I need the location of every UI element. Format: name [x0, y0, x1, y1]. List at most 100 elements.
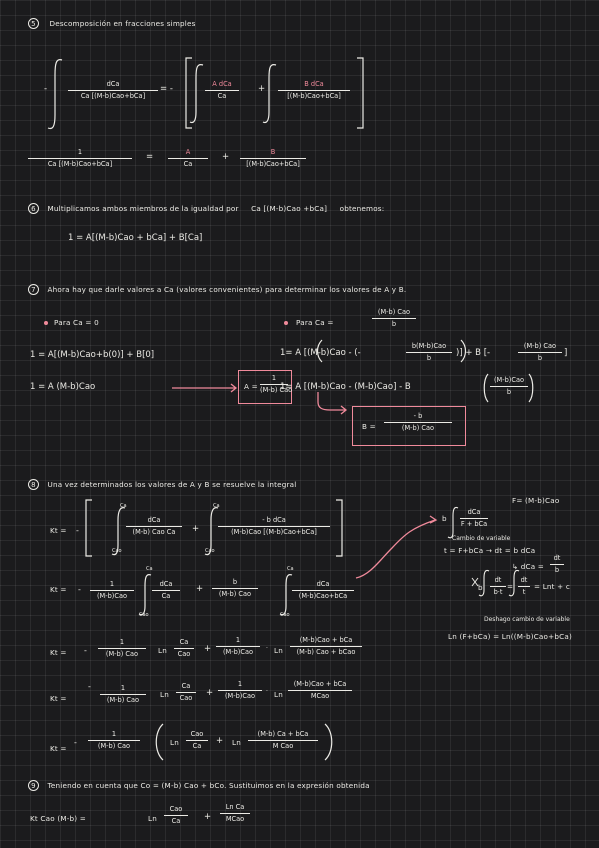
side-int-fraction: dCa F + bCa: [460, 508, 488, 528]
r4-ln2: (M-b)Cao + bCa MCao: [288, 680, 352, 701]
side-final: Ln (F+bCa) = Ln((M-b)Cao+bCa): [448, 632, 572, 641]
ln: Ln: [170, 738, 179, 747]
right-eq1-close: ]: [564, 348, 568, 358]
A-result-box: [238, 370, 292, 404]
minus-sign: -: [88, 682, 91, 691]
section-7-heading: 7 Ahora hay que darle valores a Ca (valo…: [28, 284, 406, 295]
bullet-dot: [44, 321, 48, 325]
lower-limit: Cao: [112, 548, 122, 554]
dot-sign: ·: [266, 645, 268, 652]
equals-sign: =: [146, 152, 154, 162]
B-box-fraction: - b (M-b) Cao: [384, 412, 452, 433]
side-dca: ↳ dCa =: [512, 562, 544, 571]
ln: Ln: [232, 738, 241, 747]
minus-sign: -: [76, 526, 79, 535]
eq2-B-fraction: B [(M-b)Cao+bCa]: [240, 148, 306, 169]
plus-sign: +: [204, 644, 212, 654]
plus-sign: +: [192, 524, 200, 534]
right-eq1-fraction: b(M-b)Cao b: [406, 342, 452, 363]
r2-coef1: 1 (M-b)Cao: [90, 580, 134, 601]
kt-label: Kt =: [50, 585, 67, 594]
ln: Ln: [148, 814, 157, 823]
right-case-lhs: Para Ca =: [296, 318, 334, 327]
minus-sign: -: [84, 646, 87, 655]
ln: Ln: [160, 690, 169, 699]
side-cambio: Cambio de variable: [452, 535, 511, 542]
plus-sign: +: [222, 152, 230, 162]
side-res-fraction2: dt t: [518, 576, 530, 597]
r2-frac1: dCa Ca: [152, 580, 180, 601]
eq2-A-fraction: A Ca: [168, 148, 208, 169]
s9-frac1: Cao Ca: [164, 805, 188, 826]
ln: Ln: [158, 646, 167, 655]
section-number: 5: [28, 18, 39, 29]
s9-frac2: Ln Ca MCao: [220, 803, 250, 824]
r3-ln2: (M-b)Cao + bCa (M-b) Cao + bCao: [290, 636, 362, 657]
bullet-dot: [284, 321, 288, 325]
side-res-tail: = Lnt + c: [534, 582, 571, 591]
upper-limit: Ca: [146, 566, 153, 572]
section-title: Descomposición en fracciones simples: [49, 19, 196, 28]
section-number: 7: [28, 284, 39, 295]
r3-ln1: Ca Cao: [174, 638, 194, 659]
r3-coef2: 1 (M-b)Cao: [216, 636, 260, 657]
section-text: Multiplicamos ambos miembros de la igual…: [47, 204, 239, 213]
side-dca-fraction: dt b: [550, 554, 564, 575]
section-6-heading: 6 Multiplicamos ambos miembros de la igu…: [28, 203, 384, 214]
dot-sign: ·: [266, 688, 268, 695]
right-eq2a: 1= A [(M-b)Cao - (M-b)Cao] - B: [280, 382, 411, 392]
s9-lhs: Kt Cao (M-b) =: [30, 814, 86, 823]
r4-coef1: 1 (M-b) Cao: [100, 684, 146, 705]
side-res-eq: =: [507, 582, 514, 591]
lhs-fraction: dCa Ca [(M-b)Cao+bCa]: [68, 80, 158, 101]
section-5-heading: 5 Descomposición en fracciones simples: [28, 18, 196, 29]
kt-label: Kt =: [50, 694, 67, 703]
numerator: dCa: [106, 80, 120, 88]
lower-limit: Cao: [205, 548, 215, 554]
B-box-lhs: B =: [362, 422, 376, 431]
kt-label: Kt =: [50, 526, 67, 535]
B-result-box: [352, 406, 466, 446]
A-box-lhs: A =: [244, 382, 258, 391]
plus-sign: +: [196, 584, 204, 594]
section-number: 9: [28, 780, 39, 791]
upper-limit: Ca: [287, 566, 294, 572]
lower-limit: Cao: [139, 612, 149, 618]
upper-limit: Ca: [213, 503, 220, 509]
r2-coef2: b (M-b) Cao: [212, 578, 258, 599]
section-text: Teniendo en cuenta que Co = (M-b) Cao + …: [47, 781, 370, 790]
r5-ln1: Cao Ca: [186, 730, 208, 751]
ln: Ln: [274, 690, 283, 699]
section-8-heading: 8 Una vez determinados los valores de A …: [28, 479, 296, 490]
factor: Ca [(M-b)Cao +bCa]: [251, 204, 328, 213]
A-fraction: A dCa Ca: [205, 80, 239, 101]
section-number: 8: [28, 479, 39, 490]
side-res-fraction: dt b·t: [490, 576, 506, 597]
side-F: F= (M-b)Cao: [512, 496, 560, 505]
r4-coef2: 1 (M-b)Cao: [218, 680, 262, 701]
r2-frac2: dCa (M-b)Cao+bCa: [292, 580, 354, 601]
i1-fraction: dCa (M-b) Cao Ca: [126, 516, 182, 537]
minus-sign: -: [78, 585, 81, 594]
left-eq1: 1 = A[(M-b)Cao+b(0)] + B[0]: [30, 350, 155, 360]
A-box-fraction: 1 (M-b) Cao: [260, 374, 293, 394]
eq2-lhs-fraction: 1 Ca [(M-b)Cao+bCa]: [28, 148, 132, 169]
minus-sign: -: [74, 738, 77, 747]
kt-label: Kt =: [50, 744, 67, 753]
side-b: b: [442, 514, 447, 523]
section-text: Ahora hay que darle valores a Ca (valore…: [47, 285, 407, 294]
section-number: 6: [28, 203, 39, 214]
r5-coef1: 1 (M-b) Cao: [88, 730, 140, 751]
r3-coef1: 1 (M-b) Cao: [98, 638, 146, 659]
side-deshago: Deshago cambio de variable: [484, 616, 570, 623]
ln: Ln: [274, 646, 283, 655]
plus-sign: +: [216, 736, 224, 746]
left-case: Para Ca = 0: [54, 318, 99, 327]
s6-equation: 1 = A[(M-b)Cao + bCa] + B[Ca]: [68, 233, 203, 243]
right-case-fraction: (M-b) Cao b: [372, 308, 416, 329]
i2-fraction: - b dCa (M-b)Cao [(M-b)Cao+bCa]: [218, 516, 330, 537]
kt-label: Kt =: [50, 648, 67, 657]
plus-sign: +: [258, 84, 266, 94]
plus-sign: +: [206, 688, 214, 698]
